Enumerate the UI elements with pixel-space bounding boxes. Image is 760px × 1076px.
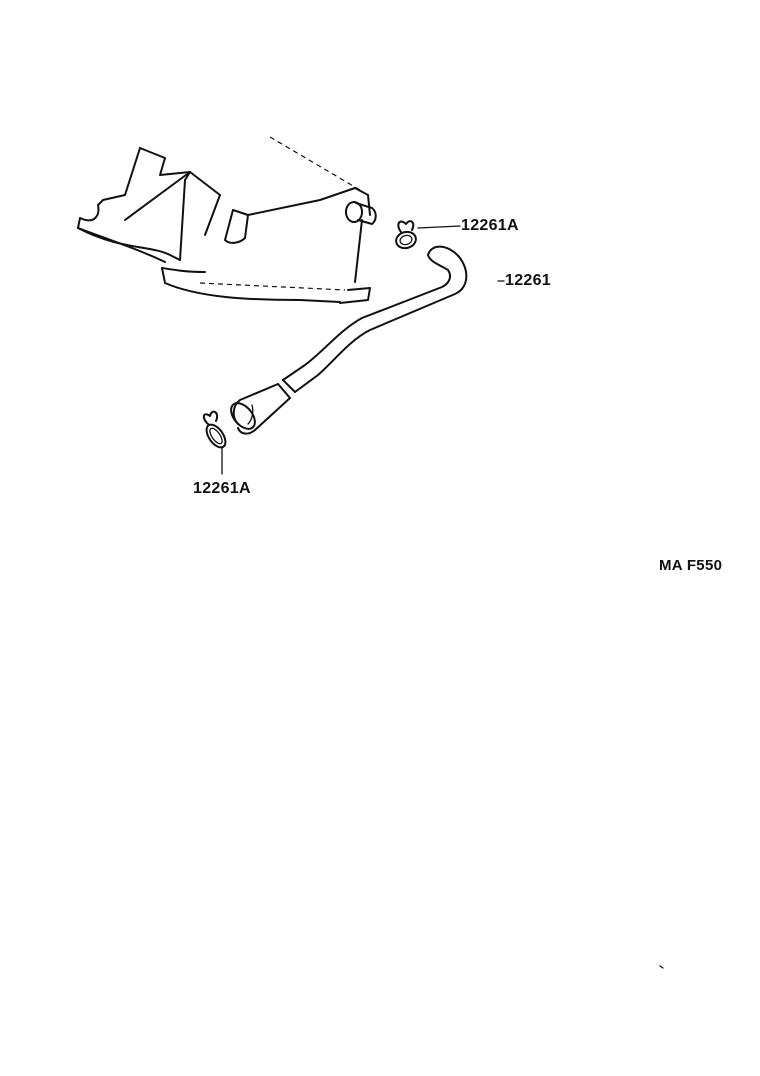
stray-mark (659, 965, 664, 969)
hose-clamp-top (395, 220, 461, 250)
manifold-illustration (77, 136, 377, 304)
hose-clamp-bottom (202, 410, 227, 475)
diagram-code: MA F550 (659, 557, 723, 574)
pcv-hose (230, 245, 505, 435)
part-number-clamp-top: 12261A (461, 217, 519, 234)
part-number-hose: 12261 (505, 272, 551, 289)
part-number-clamp-bottom: 12261A (193, 480, 251, 497)
